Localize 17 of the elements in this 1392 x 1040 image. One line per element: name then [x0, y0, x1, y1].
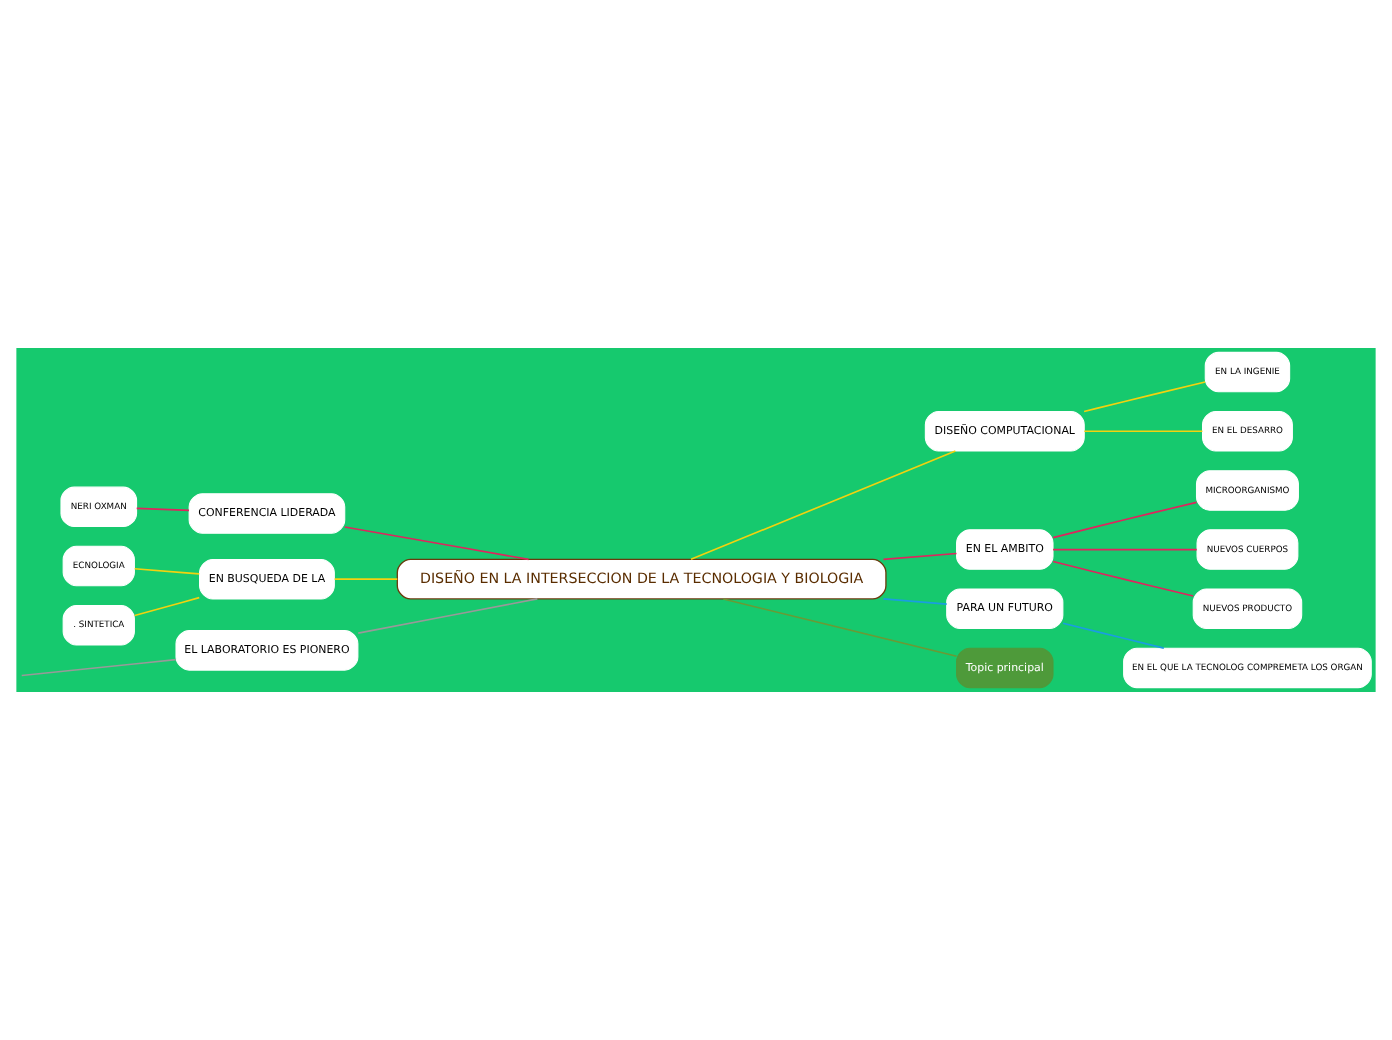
connector [135, 507, 190, 512]
connector [343, 526, 530, 561]
connector [882, 552, 958, 561]
connector [133, 567, 201, 575]
connector [1083, 430, 1204, 433]
connector [1062, 622, 1165, 649]
connector [357, 598, 539, 634]
connector [722, 598, 958, 658]
connector [133, 596, 201, 617]
connector [1083, 381, 1206, 413]
connector [1052, 548, 1198, 551]
connector [20, 658, 177, 677]
connector [1052, 560, 1194, 597]
connector [882, 598, 948, 605]
connector [690, 450, 957, 561]
connector [333, 578, 399, 580]
connector [1052, 501, 1198, 539]
